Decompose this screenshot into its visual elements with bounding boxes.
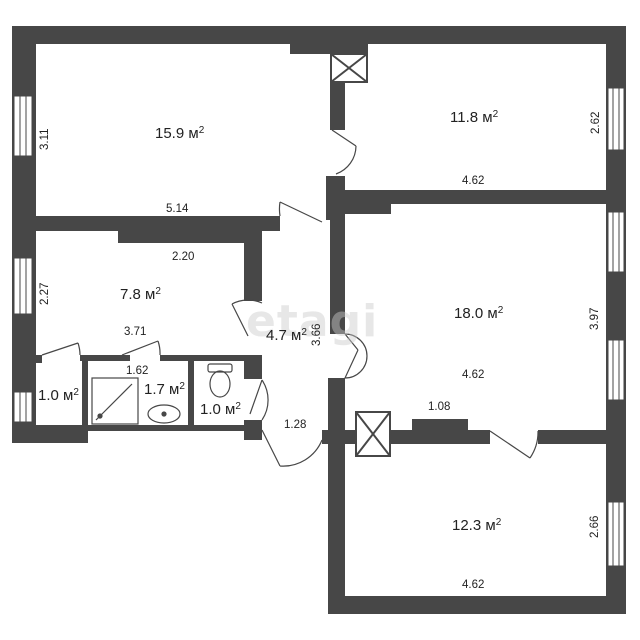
dimension-label: 4.62 [462,175,484,187]
windows [13,87,625,567]
wall-between-rooms-top [330,80,345,130]
dimension-label: 4.62 [462,579,484,591]
dimension-label: 2.66 [589,516,601,538]
vent-shaft-middle [355,411,391,457]
window-right-1 [607,87,625,151]
dimension-label: 3.66 [311,324,323,346]
wall-7-8-right [244,231,262,301]
shower-icon [91,377,139,425]
wall-under-11-8-notch [345,204,391,214]
window-right-4 [607,501,625,567]
outer-wall-right [606,26,626,614]
wall-under-7-8 [36,355,42,363]
room-area-label: 18.0 м2 [454,305,504,322]
sink-icon [147,404,181,424]
corridor-wall [326,176,345,220]
wall-closet-right [82,361,88,443]
wall-under-11-8 [328,190,606,204]
wall-hall-bottom [244,420,262,440]
wall-wc-right [244,355,262,379]
top-notch [290,44,368,54]
room-area-label: 1.7 м2 [144,381,185,398]
dimension-label: 3.71 [124,326,146,338]
fixtures [91,363,233,425]
dimension-label: 3.97 [589,308,601,330]
door-wc [249,379,269,421]
room-area-label: 7.8 м2 [120,286,161,303]
dimension-label: 1.28 [284,419,306,431]
door-bath [121,340,161,356]
dimension-label: 1.62 [126,365,148,377]
dimension-label: 4.62 [462,369,484,381]
room-area-label: 1.0 м2 [38,387,79,404]
door-entrance [261,429,323,467]
outer-wall-bottom [328,596,626,614]
outer-wall-lower-left [328,378,345,614]
corridor-wall-lower [330,220,345,334]
wall-18-12-notch [412,419,468,431]
door-7-8 [231,299,263,337]
dimension-label: 2.27 [39,283,51,305]
wall-18-12-right [538,430,606,444]
vent-shafts [330,53,391,457]
window-left-2 [13,257,33,315]
window-left-1 [13,95,33,157]
window-right-3 [607,339,625,401]
room-area-label: 11.8 м2 [450,109,499,126]
wall-under-7-8-b [160,355,262,361]
outer-wall-left [12,26,36,443]
dimension-label: 5.14 [166,203,189,215]
wall-under-7-8-a [80,355,130,361]
door-18-0 [344,333,368,379]
outer-wall-top [12,26,626,44]
outer-wall-bottom-left [12,425,84,443]
walls [12,26,626,614]
wall-under-15-9 [36,216,280,231]
door-closet [41,342,81,356]
room-area-label: 12.3 м2 [452,517,502,534]
vent-shaft-top [330,53,368,83]
wall-18-12-left [380,430,490,444]
dimension-label: 2.62 [590,112,602,134]
room-area-label: 1.0 м2 [200,401,241,418]
door-15-9 [331,129,357,175]
dimension-label: 3.11 [39,128,51,150]
doors [41,129,539,467]
room-area-label: 15.9 м2 [155,125,205,142]
toilet-icon [207,363,233,398]
window-left-3 [13,391,33,423]
watermark: etagi [246,296,378,347]
room-area-label: 4.7 м2 [266,327,307,344]
room-labels: 15.9 м2 11.8 м2 7.8 м2 4.7 м2 18.0 м2 1.… [38,109,504,534]
dimension-label: 2.20 [172,251,194,263]
door-corridor-top [278,201,323,223]
wall-under-15-9-notch [118,231,244,243]
wall-bath-bottom [84,425,246,431]
door-12-3 [489,430,539,459]
dimension-labels: 3.11 5.14 2.62 4.62 2.20 2.27 3.71 3.66 … [39,112,602,591]
dimension-label: 1.08 [428,401,450,413]
wall-bath-right [188,361,194,425]
window-right-2 [607,211,625,273]
